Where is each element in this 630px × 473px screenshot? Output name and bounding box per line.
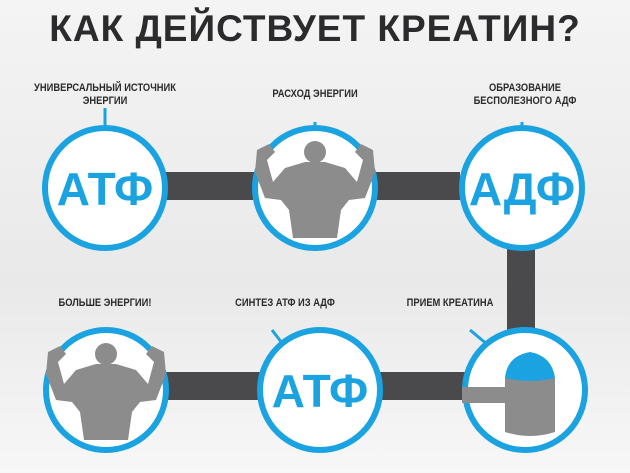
page-title: КАК ДЕЙСТВУЕТ КРЕАТИН? [49, 8, 581, 49]
atp-text: АТФ [272, 365, 369, 417]
step-circle-atp [42, 125, 168, 251]
step-label: СИНТЕЗ АТФ ИЗ АДФ [235, 297, 335, 309]
connector [375, 372, 465, 400]
connector [507, 240, 535, 330]
step-label: УНИВЕРСАЛЬНЫЙ ИСТОЧНИК ЭНЕРГИИ [34, 82, 176, 107]
step-circle-adp [459, 125, 585, 251]
creatine-scoop-icon [462, 352, 555, 436]
step-label: ПРИЕМ КРЕАТИНА [406, 297, 494, 309]
step-label: ОБРАЗОВАНИЕ БЕСПОЛЕЗНОГО АДФ [473, 82, 577, 107]
connector [150, 172, 260, 200]
step-label: РАСХОД ЭНЕРГИИ [272, 88, 358, 100]
connector [370, 172, 460, 200]
adp-text: АДФ [469, 163, 575, 215]
atp-text: АТФ [57, 163, 154, 215]
step-circle-synthesis [257, 327, 383, 453]
step-label: БОЛЬШЕ ЭНЕРГИИ! [58, 297, 152, 309]
